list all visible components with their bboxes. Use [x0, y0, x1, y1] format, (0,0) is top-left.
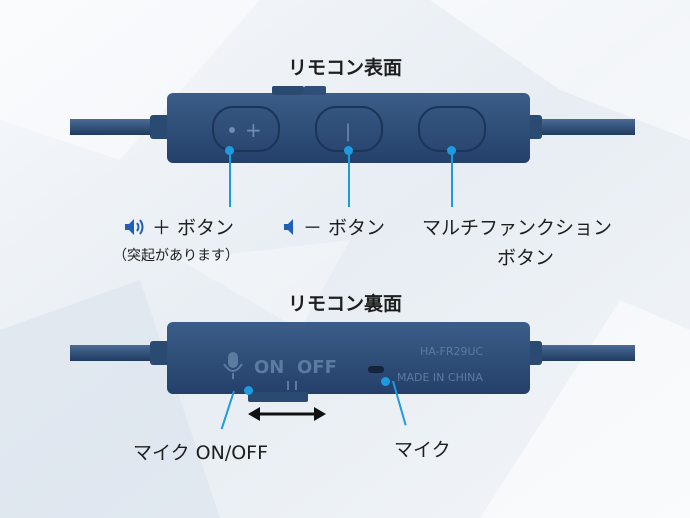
plus-button-bump	[229, 127, 235, 133]
plus-button-label-text: ＋ ボタン	[152, 217, 235, 239]
multi-pointer-line	[451, 151, 453, 207]
plus-button-label: ＋ ボタン	[124, 213, 234, 240]
multi-pointer-dot	[447, 146, 456, 155]
mic-pointer-dot	[381, 377, 390, 386]
minus-button-glyph: |	[345, 121, 351, 142]
back-cable-right	[525, 345, 635, 361]
multi-button-label-line2: ボタン	[497, 247, 555, 269]
minus-button-label: － ボタン	[283, 213, 385, 240]
mic-hole	[368, 366, 384, 373]
back-remote-body	[167, 322, 530, 394]
minus-pointer-line	[348, 151, 350, 207]
multi-button-label-line1: マルチファンクション	[422, 217, 613, 239]
back-cable-left	[70, 345, 170, 361]
switch-off-text: OFF	[297, 357, 337, 378]
minus-button[interactable]: |	[315, 106, 383, 152]
mic-icon	[223, 352, 243, 379]
front-remote: + |	[70, 86, 635, 163]
plus-pointer-line	[229, 151, 231, 207]
speaker-icon	[283, 218, 297, 236]
front-title: リモコン表面	[287, 57, 402, 79]
plus-button-note: （突起があります）	[113, 248, 239, 264]
double-arrow-icon	[248, 407, 326, 421]
model-line2: MADE IN CHINA	[397, 371, 483, 384]
mic-label: マイク	[394, 439, 451, 461]
switch-pointer-dot	[244, 386, 253, 395]
multi-function-button[interactable]	[418, 106, 486, 152]
model-line1: HA-FR29UC	[420, 345, 484, 358]
plus-button[interactable]: +	[212, 106, 280, 152]
front-cable-left	[70, 119, 170, 135]
switch-on-text: ON	[254, 357, 284, 378]
back-remote: ON OFF HA-FR29UC MADE IN CHINA	[70, 322, 635, 402]
speaker-icon	[124, 218, 146, 236]
plus-button-glyph: +	[245, 118, 262, 142]
minus-pointer-dot	[344, 146, 353, 155]
plus-pointer-dot	[225, 146, 234, 155]
front-cable-right	[525, 119, 635, 135]
minus-button-label-text: － ボタン	[303, 217, 386, 239]
back-title: リモコン裏面	[287, 293, 402, 315]
mic-switch-label: マイク ON/OFF	[133, 442, 269, 464]
